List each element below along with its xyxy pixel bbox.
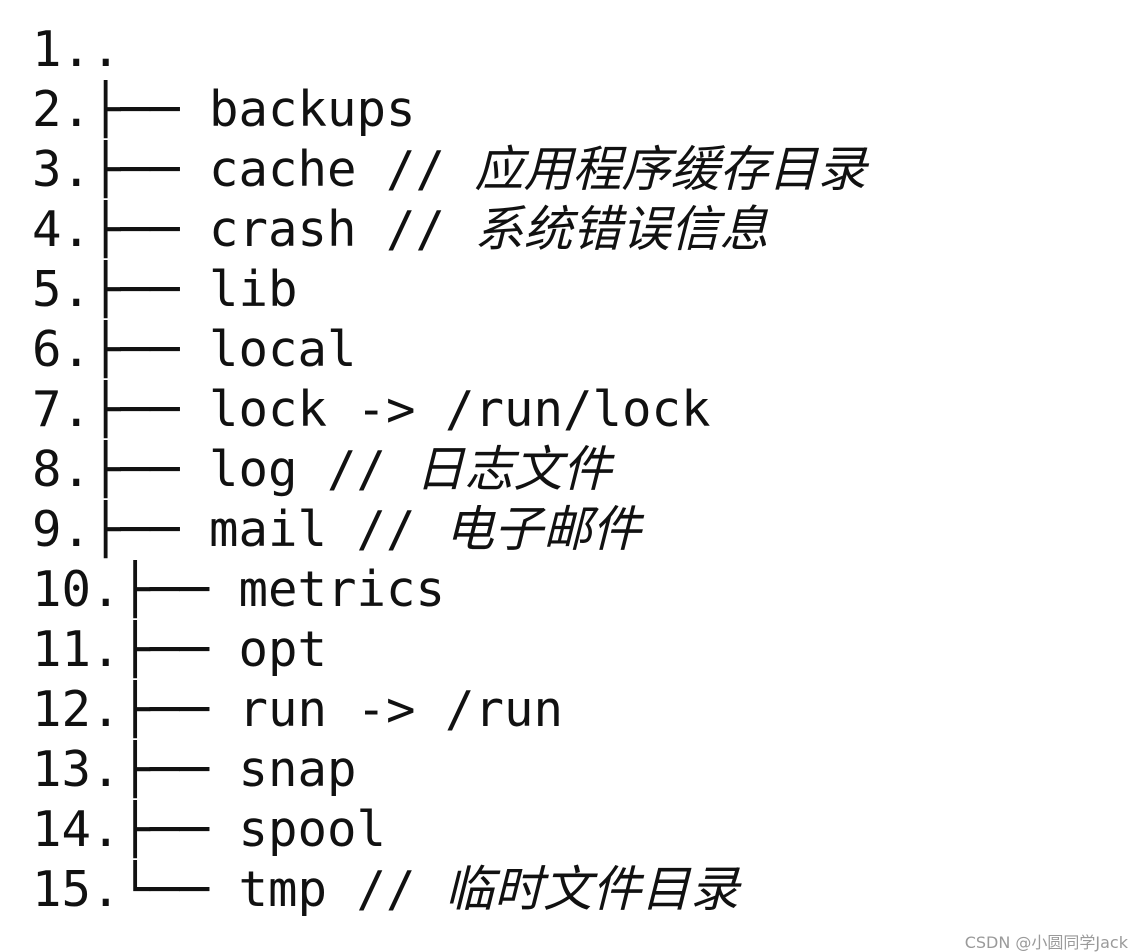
line-number: 13.: [32, 741, 121, 798]
tree-line: 11.├── opt: [32, 620, 867, 680]
tree-branch: ├──: [91, 201, 210, 258]
tree-line: 3.├── cache // 应用程序缓存目录: [32, 140, 867, 200]
line-number: 8.: [32, 441, 92, 498]
tree-line: 13.├── snap: [32, 740, 867, 800]
tree-line: 10.├── metrics: [32, 560, 867, 620]
directory-name: spool: [238, 801, 387, 858]
directory-name: snap: [238, 741, 357, 798]
tree-branch: ├──: [91, 441, 210, 498]
directory-name: cache //: [209, 141, 475, 198]
tree-branch: ├──: [91, 261, 210, 318]
directory-comment: 系统错误信息: [474, 201, 769, 258]
tree-branch: ├──: [120, 561, 239, 618]
directory-name: lock -> /run/lock: [209, 381, 711, 438]
directory-name: local: [209, 321, 357, 378]
directory-comment: 应用程序缓存目录: [474, 141, 867, 198]
line-number: 9.: [32, 501, 92, 558]
directory-comment: 日志文件: [415, 441, 612, 498]
line-number: 7.: [32, 381, 92, 438]
tree-line: 14.├── spool: [32, 800, 867, 860]
tree-line: 12.├── run -> /run: [32, 680, 867, 740]
tree-line: 15.└── tmp // 临时文件目录: [32, 860, 867, 920]
line-number: 2.: [32, 81, 92, 138]
directory-name: backups: [209, 81, 416, 138]
directory-comment: 电子邮件: [445, 501, 642, 558]
tree-line: 2.├── backups: [32, 80, 867, 140]
tree-branch: ├──: [120, 621, 239, 678]
line-number: 14.: [32, 801, 121, 858]
directory-name: crash //: [209, 201, 475, 258]
tree-branch: ├──: [91, 501, 210, 558]
tree-line: 9.├── mail // 电子邮件: [32, 500, 867, 560]
tree-branch: ├──: [120, 801, 239, 858]
line-number: 12.: [32, 681, 121, 738]
line-number: 6.: [32, 321, 92, 378]
tree-branch: .: [91, 21, 121, 78]
directory-name: log //: [209, 441, 416, 498]
tree-branch: └──: [120, 861, 239, 918]
line-number: 15.: [32, 861, 121, 918]
tree-line: 8.├── log // 日志文件: [32, 440, 867, 500]
tree-line: 7.├── lock -> /run/lock: [32, 380, 867, 440]
tree-branch: ├──: [91, 81, 210, 138]
line-number: 5.: [32, 261, 92, 318]
directory-name: opt: [238, 621, 328, 678]
tree-line: 5.├── lib: [32, 260, 867, 320]
tree-line: 4.├── crash // 系统错误信息: [32, 200, 867, 260]
csdn-watermark: CSDN @小圆同学Jack: [964, 933, 1128, 952]
line-number: 3.: [32, 141, 92, 198]
line-number: 11.: [32, 621, 121, 678]
directory-name: metrics: [238, 561, 446, 618]
directory-name: lib: [209, 261, 298, 318]
directory-comment: 临时文件目录: [445, 861, 740, 918]
tree-line: 1..: [32, 20, 867, 80]
tree-branch: ├──: [91, 141, 210, 198]
directory-name: run -> /run: [238, 681, 564, 738]
tree-line: 6.├── local: [32, 320, 867, 380]
tree-branch: ├──: [91, 381, 210, 438]
line-number: 4.: [32, 201, 92, 258]
tree-branch: ├──: [91, 321, 210, 378]
tree-branch: ├──: [120, 681, 239, 738]
line-number: 1.: [32, 21, 92, 78]
tree-branch: ├──: [120, 741, 239, 798]
directory-name: tmp //: [238, 861, 446, 918]
line-number: 10.: [32, 561, 121, 618]
directory-name: mail //: [209, 501, 446, 558]
